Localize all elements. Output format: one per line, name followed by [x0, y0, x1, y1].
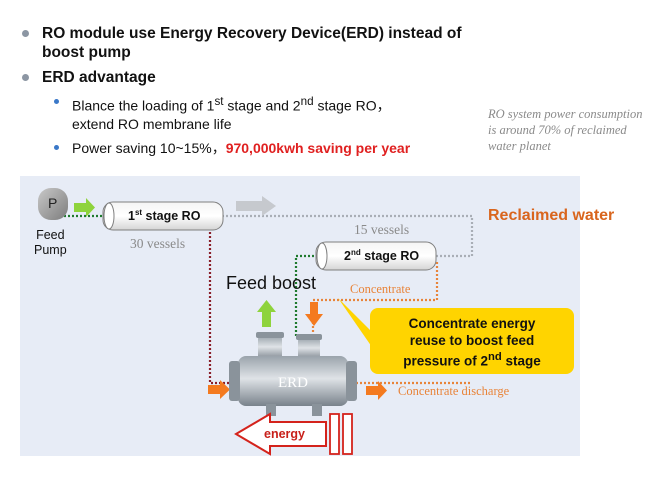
energy-arrow [234, 412, 353, 456]
stage1-ro-label-num: 1 [128, 209, 135, 224]
subbullet-balance-sup2: nd [300, 95, 314, 108]
bullet-erd-advantage-text: ERD advantage [42, 69, 156, 86]
stage2-ro-label: 2nd stage RO [344, 248, 419, 263]
pipe-stage1-concentrate-to-erd [208, 228, 232, 385]
feed-pump-letter: P [48, 195, 58, 211]
concentrate-discharge-label: Concentrate discharge [398, 384, 510, 398]
flow-arrow-orange-in [208, 380, 230, 399]
feed-pump-label-line1: Feed [36, 228, 65, 242]
bullet-ro-module: RO module use Energy Recovery Device(ERD… [20, 24, 480, 62]
subbullet-balance-sup1: st [214, 95, 224, 108]
callout-text-line3-end: stage [501, 353, 541, 369]
bullet-ro-module-text: RO module use Energy Recovery Device(ERD… [42, 25, 462, 61]
bullet-list: RO module use Energy Recovery Device(ERD… [20, 24, 480, 163]
stage1-vessel-count: 30 vessels [130, 236, 186, 251]
energy-label: energy [264, 427, 305, 441]
bullet-erd-advantage: ERD advantage [20, 68, 480, 87]
stage1-ro-label-sup: st [134, 208, 143, 217]
callout-text-sup: nd [488, 351, 502, 363]
feed-boost-label: Feed boost [226, 273, 317, 293]
feed-pump-label-line2: Pump [34, 243, 67, 257]
subbullet-balance-part2: stage and 2 [223, 97, 301, 114]
stage1-ro-vessel [102, 201, 224, 231]
pipe-erd-to-stage2-feed [294, 254, 318, 336]
flow-arrow-orange-out [366, 381, 387, 400]
flow-arrow-orange-down [305, 302, 323, 326]
callout-text-line3: pressure of 2 [403, 353, 488, 369]
callout-text-line2: reuse to boost feed [409, 333, 535, 348]
pipe-reclaimed-water [222, 214, 474, 258]
subbullet-balance-line2: extend RO membrane life [72, 115, 232, 132]
callout-box [338, 298, 574, 374]
stage2-ro-label-rest: stage RO [360, 249, 420, 264]
feed-pump-label: Feed Pump [34, 228, 67, 258]
subbullet-balance: Blance the loading of 1st stage and 2nd … [20, 93, 480, 133]
reclaimed-water-label: Reclaimed water [488, 207, 615, 224]
flow-arrow-gray-out [236, 196, 276, 216]
callout-text-line1: Concentrate energy [408, 316, 536, 331]
concentrate-label: Concentrate [350, 282, 411, 296]
callout-text: Concentrate energy reuse to boost feed p… [370, 315, 574, 370]
subbullet-balance-part1: Blance the loading of 1 [72, 97, 215, 114]
flow-arrow-green-boost [257, 300, 276, 327]
stage2-ro-vessel [315, 241, 437, 271]
subbullet-power-saving-text: Power saving 10~15%， [72, 139, 226, 156]
stage2-vessel-count: 15 vessels [354, 222, 410, 237]
stage1-ro-label-rest: stage RO [142, 209, 201, 224]
power-consumption-note: RO system power consumption is around 70… [488, 107, 643, 153]
stage2-ro-label-num: 2 [344, 249, 351, 264]
erd-unit [229, 332, 357, 416]
subbullet-balance-part3: stage RO， [313, 97, 391, 114]
subbullet-power-saving-highlight: 970,000kwh saving per year [225, 139, 411, 156]
flow-arrow-green-feed [74, 198, 95, 217]
erd-label: ERD [278, 375, 308, 391]
stage1-ro-label: 1st stage RO [128, 208, 200, 223]
stage2-ro-label-sup: nd [350, 248, 361, 257]
feed-pump [38, 188, 68, 220]
subbullet-power-saving: Power saving 10~15%，970,000kwh saving pe… [20, 139, 480, 157]
